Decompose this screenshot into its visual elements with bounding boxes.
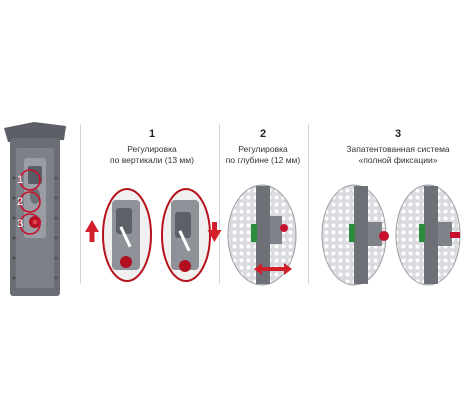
depth-arrow-icon: [254, 263, 292, 275]
step-3-number: 3: [394, 128, 402, 140]
step-3-caption-line2: «полной фиксации»: [358, 155, 438, 165]
arrow-up-icon: [85, 220, 99, 242]
step-3-caption-line1: Запатентованная система: [346, 144, 450, 154]
divider-2: [219, 124, 220, 284]
callout-3: 3: [17, 218, 24, 230]
divider-1: [80, 124, 81, 284]
step-2-caption: Регулировка по глубине (12 мм): [188, 144, 338, 166]
step-1-number: 1: [148, 128, 156, 140]
step-3-illustration: [321, 184, 461, 286]
step-1-caption-line1: Регулировка: [127, 144, 177, 154]
bracket-illustration: [4, 122, 66, 296]
step-2-illustration: [227, 184, 297, 286]
step-2-caption-line2: по глубине (12 мм): [225, 155, 301, 165]
step-3-caption: Запатентованная система «полной фиксации…: [323, 144, 473, 166]
callouts: [19, 169, 41, 235]
divider-3: [308, 124, 309, 284]
step-2-caption-line1: Регулировка: [238, 144, 288, 154]
bracket-overview: 1 2 3: [0, 118, 70, 303]
step-1-caption-line2: по вертикали (13 мм): [110, 155, 194, 165]
callout-1: 1: [17, 174, 24, 186]
arrow-down-icon: [207, 222, 222, 242]
step-1-illustration: [85, 188, 222, 282]
step-1-caption: Регулировка по вертикали (13 мм): [77, 144, 227, 166]
step-2-number: 2: [259, 128, 267, 140]
callout-2: 2: [17, 196, 24, 208]
